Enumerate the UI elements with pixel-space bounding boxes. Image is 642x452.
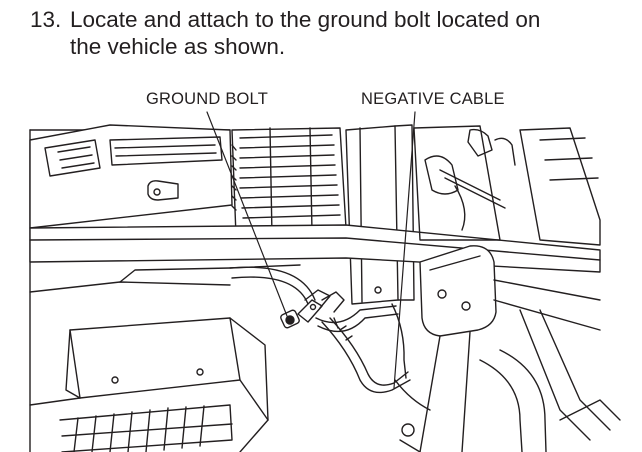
- negative-cable: [321, 303, 411, 394]
- step-number: 13.: [30, 7, 62, 32]
- crossbar: [29, 224, 601, 273]
- step-instruction: 13. Locate and attach to the ground bolt …: [30, 6, 630, 60]
- step-text-line1: Locate and attach to the ground bolt loc…: [70, 7, 541, 32]
- right-components: [413, 125, 601, 246]
- leader-lines: [206, 111, 416, 389]
- upper-panel: [29, 124, 233, 229]
- heat-sink-block: [231, 127, 347, 237]
- callout-ground-bolt: GROUND BOLT: [146, 90, 268, 108]
- step-text-line2: the vehicle as shown.: [70, 34, 286, 59]
- ground-bolt-assembly: [229, 266, 399, 333]
- lower-right-structure: [394, 279, 621, 452]
- lower-left-box: [29, 264, 301, 452]
- callout-negative-cable: NEGATIVE CABLE: [361, 90, 505, 108]
- vertical-post: [345, 124, 415, 305]
- grille: [59, 404, 233, 452]
- cable-bracket: [419, 245, 497, 337]
